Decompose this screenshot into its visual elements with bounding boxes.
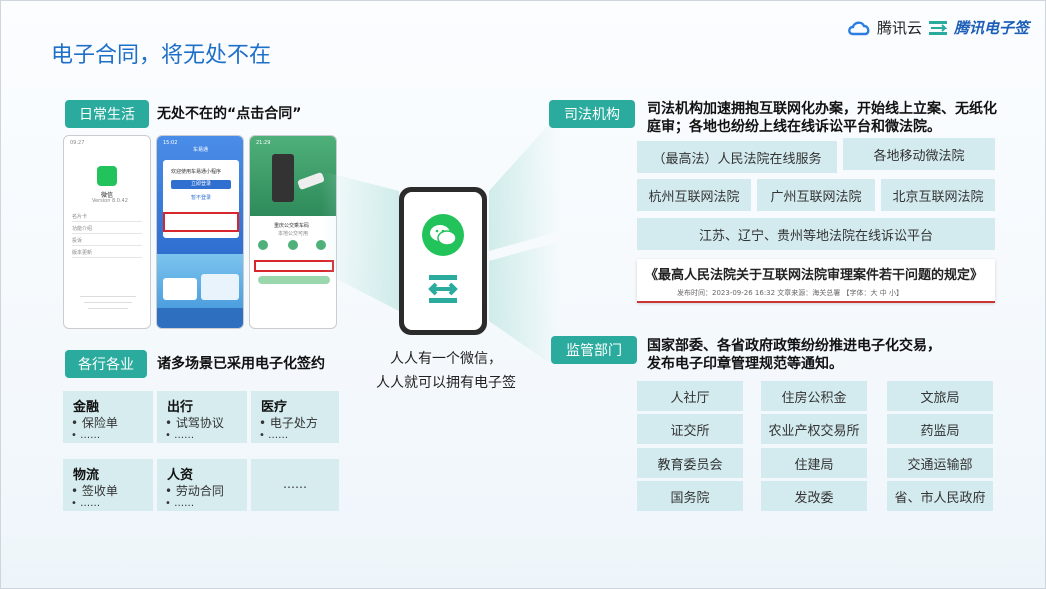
dept-stock-exchange: 证交所 bbox=[637, 414, 743, 444]
law-meta: 发布时间：2023-09-26 16:32 文章来源：海关总署 【字体：大 中 … bbox=[677, 289, 903, 297]
page-title: 电子合同，将无处不在 bbox=[51, 43, 272, 68]
cell-more: …… bbox=[251, 459, 339, 511]
highlight-box bbox=[163, 212, 239, 232]
tag-judicial: 司法机构 bbox=[549, 100, 635, 128]
court-mobile: 各地移动微法院 bbox=[843, 138, 995, 170]
tag-regulators: 监管部门 bbox=[551, 336, 637, 364]
phone-mockup bbox=[399, 187, 487, 335]
court-hangzhou: 杭州互联网法院 bbox=[637, 179, 751, 211]
logo-esign-text: 腾讯电子签 bbox=[953, 19, 1029, 37]
tag-industries: 各行各业 bbox=[65, 350, 147, 378]
esign-app-icon bbox=[426, 272, 460, 306]
esign-logo-icon bbox=[928, 20, 948, 35]
dept-culture-tourism: 文旅局 bbox=[887, 381, 993, 411]
screenshot-wechat-about: 09:27 微信 Version 8.0.42 名片卡 功能介绍 投诉 版本更新 bbox=[63, 135, 151, 329]
dept-hrss: 人社厅 bbox=[637, 381, 743, 411]
dept-state-council: 国务院 bbox=[637, 481, 743, 511]
login-button: 立即登录 bbox=[171, 180, 231, 189]
law-document-card: 《最高人民法院关于互联网法院审理案件若干问题的规定》 发布时间：2023-09-… bbox=[637, 259, 995, 303]
cell-logistics: 物流 • 签收单 • …… bbox=[63, 459, 153, 511]
tencent-cloud-icon bbox=[848, 21, 870, 35]
wechat-logo-icon bbox=[422, 214, 464, 256]
dept-drug-admin: 药监局 bbox=[887, 414, 993, 444]
logo: 腾讯云 腾讯电子签 bbox=[847, 17, 1029, 38]
dept-provincial-gov: 省、市人民政府 bbox=[887, 481, 993, 511]
cell-travel: 出行 • 试驾协议 • …… bbox=[157, 391, 247, 443]
heading-industries: 诸多场景已采用电子化签约 bbox=[157, 356, 325, 372]
dept-housing-fund: 住房公积金 bbox=[761, 381, 867, 411]
court-provincial: 江苏、辽宁、贵州等地法院在线诉讼平台 bbox=[637, 218, 995, 250]
dept-agri-property: 农业产权交易所 bbox=[761, 414, 867, 444]
dept-ndrc: 发改委 bbox=[761, 481, 867, 511]
tag-daily-life: 日常生活 bbox=[65, 100, 149, 128]
center-caption: 人人有一个微信， 人人就可以拥有电子签 bbox=[376, 351, 516, 391]
court-beijing: 北京互联网法院 bbox=[881, 179, 995, 211]
court-supreme: （最高法）人民法院在线服务 bbox=[637, 141, 837, 173]
dept-education: 教育委员会 bbox=[637, 448, 743, 478]
court-guangzhou: 广州互联网法院 bbox=[757, 179, 875, 211]
logo-cloud-text: 腾讯云 bbox=[876, 19, 922, 37]
light-beams bbox=[321, 111, 561, 371]
heading-daily-life: 无处不在的“点击合同” bbox=[157, 106, 302, 122]
heading-judicial: 司法机构加速拥抱互联网化办案，开始线上立案、无纸化 庭审；各地也纷纷上线在线诉讼… bbox=[647, 101, 997, 135]
cell-hr: 人资 • 劳动合同 • …… bbox=[157, 459, 247, 511]
cell-finance: 金融 • 保险单 • …… bbox=[63, 391, 153, 443]
screenshot-car-app: 15:02 车易通 欢迎使用车易通小程序 立即登录 暂不登录 bbox=[156, 135, 244, 329]
heading-regulators: 国家部委、各省政府政策纷纷推进电子化交易， 发布电子印章管理规范等通知。 bbox=[647, 338, 941, 372]
dept-construction: 住建局 bbox=[761, 448, 867, 478]
wechat-icon bbox=[97, 166, 117, 186]
cell-medical: 医疗 • 电子处方 • …… bbox=[251, 391, 339, 443]
law-title: 《最高人民法院关于互联网法院审理案件若干问题的规定》 bbox=[645, 268, 984, 283]
dept-transport: 交通运输部 bbox=[887, 448, 993, 478]
